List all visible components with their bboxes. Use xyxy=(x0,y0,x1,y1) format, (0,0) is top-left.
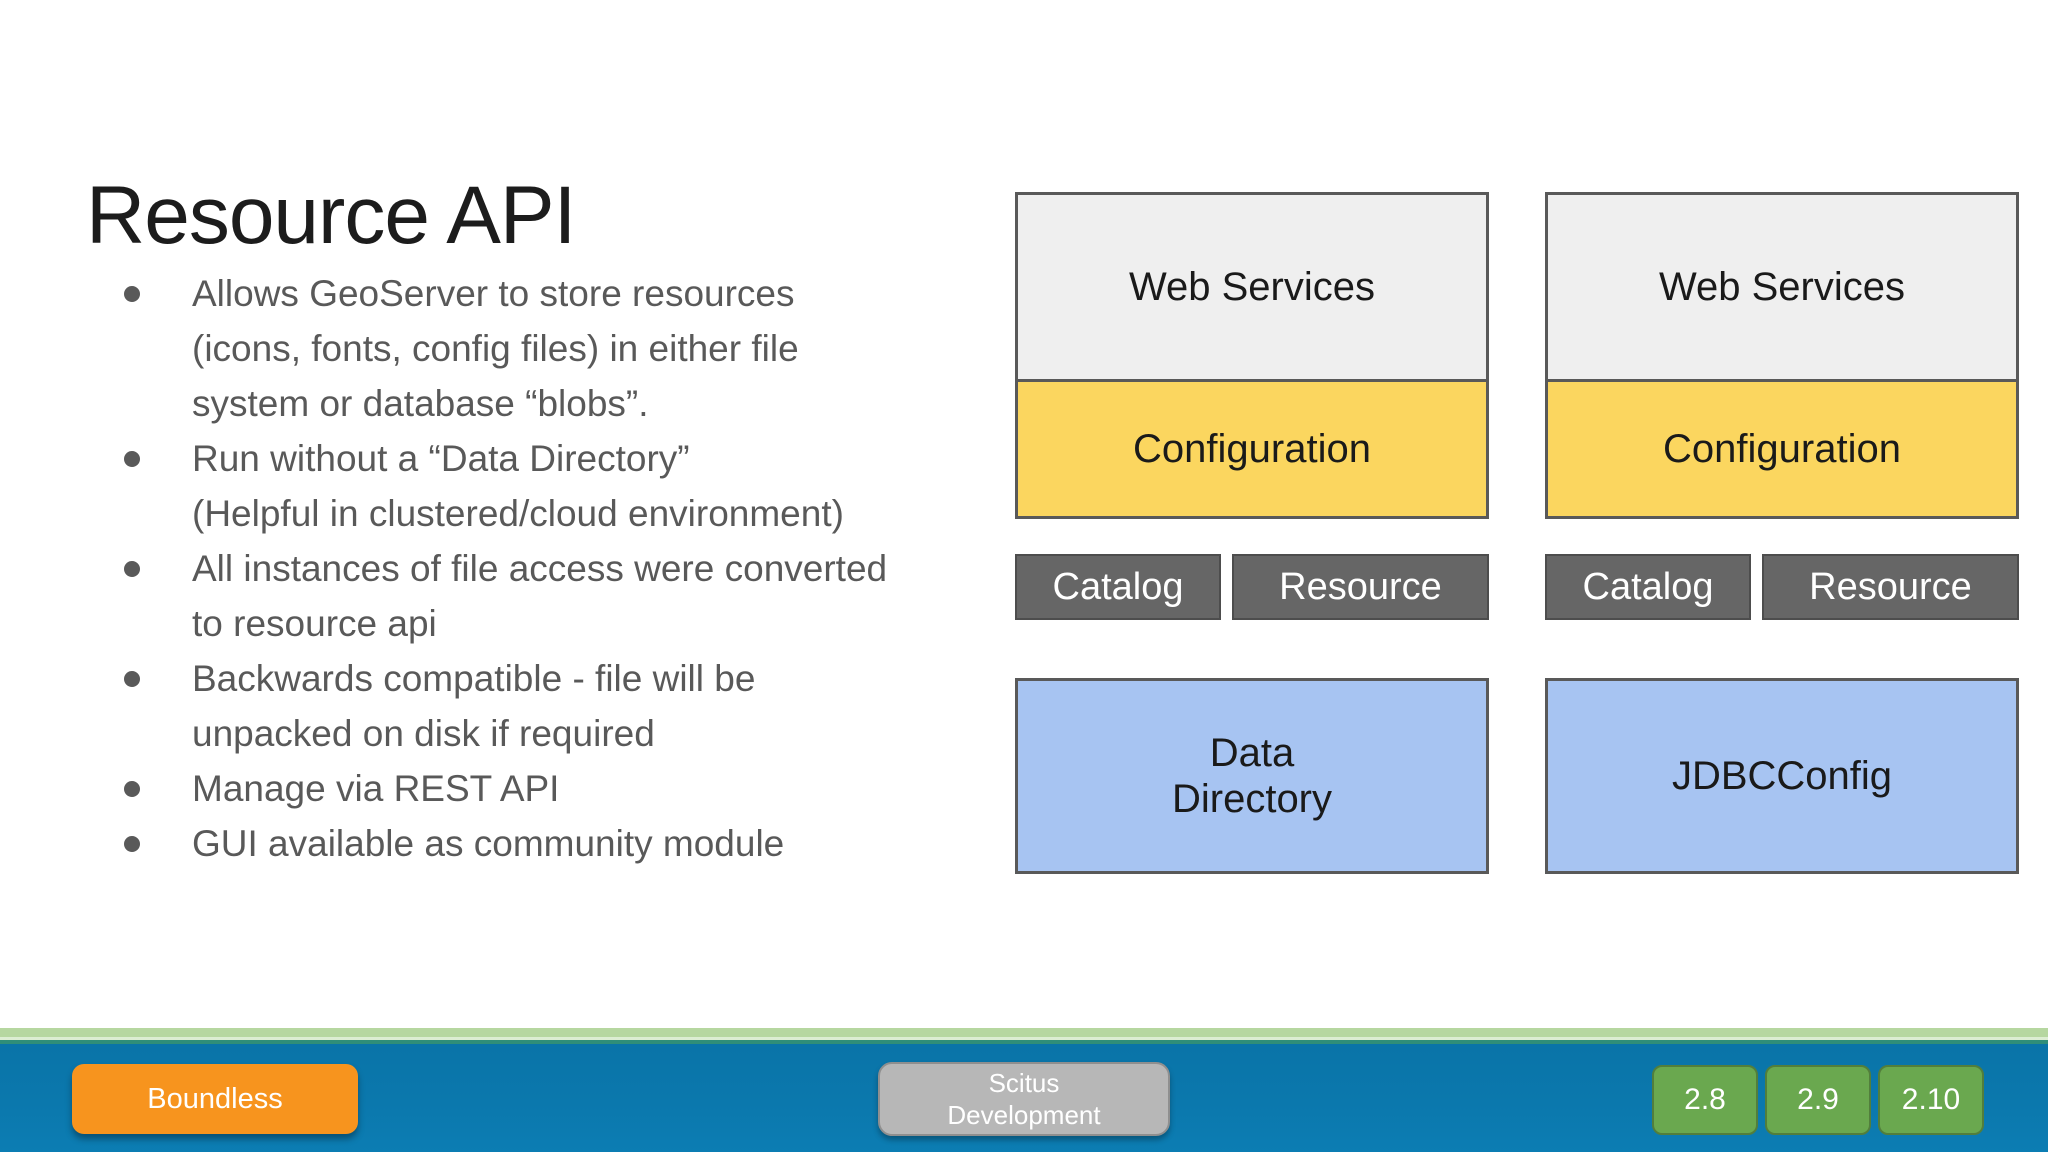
storage-label-line: JDBCConfig xyxy=(1671,754,1893,798)
bullet-icon xyxy=(124,561,140,577)
bullet-line: unpacked on disk if required xyxy=(192,713,655,754)
version-badges: 2.8 2.9 2.10 xyxy=(1652,1065,1984,1135)
diagram-column-data-directory: Web Services Configuration Catalog Resou… xyxy=(1015,192,1489,874)
dev-button-line: Development xyxy=(947,1100,1101,1130)
bullet-icon xyxy=(124,671,140,687)
list-item: GUI available as community module xyxy=(120,816,1000,871)
api-chip-row: Catalog Resource xyxy=(1015,554,1489,620)
list-item: Run without a “Data Directory” (Helpful … xyxy=(120,431,1000,541)
bullet-icon xyxy=(124,286,140,302)
bullet-line: to resource api xyxy=(192,603,437,644)
jdbcconfig-box: JDBCConfig xyxy=(1545,678,2019,874)
bullet-line: system or database “blobs”. xyxy=(192,383,649,424)
boundless-button[interactable]: Boundless xyxy=(72,1064,358,1134)
web-services-box: Web Services xyxy=(1015,192,1489,382)
bullet-icon xyxy=(124,836,140,852)
bullet-line: Run without a “Data Directory” xyxy=(192,438,690,479)
scitus-development-button[interactable]: Scitus Development xyxy=(878,1062,1170,1136)
web-services-box: Web Services xyxy=(1545,192,2019,382)
accent-stripe-teal xyxy=(0,1040,2048,1044)
storage-label-line: Directory xyxy=(1171,777,1333,821)
diagram-column-jdbcconfig: Web Services Configuration Catalog Resou… xyxy=(1545,192,2019,874)
list-item: All instances of file access were conver… xyxy=(120,541,1000,651)
dev-button-line: Scitus xyxy=(988,1067,1060,1098)
bullet-icon xyxy=(124,451,140,467)
catalog-chip: Catalog xyxy=(1015,554,1221,620)
version-badge-2-10[interactable]: 2.10 xyxy=(1878,1065,1984,1135)
page-title: Resource API xyxy=(86,169,576,261)
bullet-line: All instances of file access were conver… xyxy=(192,548,888,589)
accent-stripe-light-green xyxy=(0,1028,2048,1037)
list-item: Manage via REST API xyxy=(120,761,1000,816)
bullet-icon xyxy=(124,781,140,797)
list-item: Allows GeoServer to store resources (ico… xyxy=(120,266,1000,431)
storage-label-line: Data xyxy=(1209,731,1295,775)
bullet-line: (Helpful in clustered/cloud environment) xyxy=(192,493,844,534)
bullet-line: Allows GeoServer to store resources xyxy=(192,273,795,314)
bullet-line: Backwards compatible - file will be xyxy=(192,658,756,699)
version-badge-2-8[interactable]: 2.8 xyxy=(1652,1065,1758,1135)
bullet-line: (icons, fonts, config files) in either f… xyxy=(192,328,799,369)
resource-chip: Resource xyxy=(1762,554,2019,620)
catalog-chip: Catalog xyxy=(1545,554,1751,620)
api-chip-row: Catalog Resource xyxy=(1545,554,2019,620)
bullet-line: GUI available as community module xyxy=(192,823,785,864)
version-badge-2-9[interactable]: 2.9 xyxy=(1765,1065,1871,1135)
bullet-line: Manage via REST API xyxy=(192,768,560,809)
resource-chip: Resource xyxy=(1232,554,1489,620)
accent-stripe-pale-green xyxy=(0,1037,2048,1040)
data-directory-box: Data Directory xyxy=(1015,678,1489,874)
bullet-list: Allows GeoServer to store resources (ico… xyxy=(120,266,1000,871)
configuration-box: Configuration xyxy=(1545,379,2019,519)
configuration-box: Configuration xyxy=(1015,379,1489,519)
list-item: Backwards compatible - file will be unpa… xyxy=(120,651,1000,761)
